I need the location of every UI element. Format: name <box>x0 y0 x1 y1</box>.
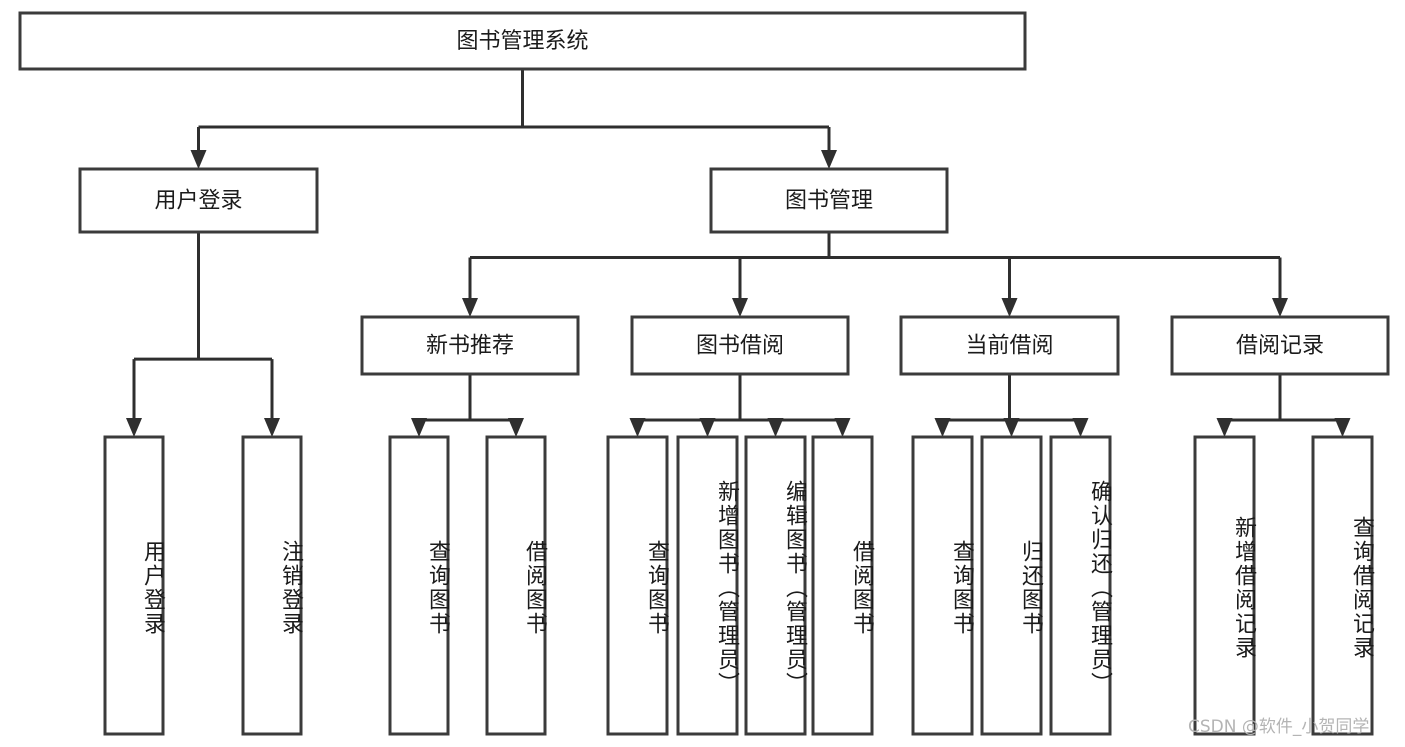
node-box-leaf-query-book-current[interactable] <box>911 435 974 736</box>
node-label-user-login: 用户登录 <box>154 189 242 214</box>
arrow-head-icon <box>1216 418 1233 437</box>
node-label-borrow-record: 借阅记录 <box>1236 334 1324 359</box>
node-box-user-login[interactable] <box>78 167 319 234</box>
node-box-leaf-return-book[interactable] <box>980 435 1043 736</box>
arrow-head-icon <box>190 150 207 169</box>
arrow-head-icon <box>126 418 142 437</box>
node-label-current-borrow: 当前借阅 <box>965 334 1053 359</box>
node-box-leaf-user-login[interactable] <box>103 435 165 736</box>
arrow-head-icon <box>411 418 427 437</box>
node-box-leaf-confirm-return-admin[interactable] <box>1049 435 1112 736</box>
arrow-head-icon <box>934 418 951 437</box>
node-box-leaf-query-borrow-record[interactable] <box>1311 435 1374 736</box>
arrow-head-icon <box>767 418 784 437</box>
arrow-head-icon <box>1001 298 1018 317</box>
node-box-borrow-record[interactable] <box>1170 315 1390 376</box>
node-box-book-borrow[interactable] <box>630 315 850 376</box>
arrow-head-icon <box>264 418 280 437</box>
node-box-leaf-add-book-admin[interactable] <box>676 435 739 736</box>
arrow-head-icon <box>732 298 748 317</box>
node-label-book-borrow: 图书借阅 <box>696 334 784 359</box>
node-box-new-book-rec[interactable] <box>360 315 580 376</box>
node-label-book-manage: 图书管理 <box>785 189 873 214</box>
arrow-head-icon <box>508 418 524 437</box>
arrow-head-icon <box>462 298 478 317</box>
arrow-head-icon <box>834 418 851 437</box>
node-box-book-manage[interactable] <box>709 167 949 234</box>
arrow-head-icon <box>821 150 837 169</box>
csdn-watermark: CSDN @软件_小贺同学 <box>1188 717 1370 737</box>
arrow-head-icon <box>699 418 716 437</box>
node-box-leaf-borrow-book[interactable] <box>811 435 874 736</box>
arrow-head-icon <box>1072 418 1089 437</box>
node-box-leaf-query-book-borrow[interactable] <box>606 435 669 736</box>
node-box-leaf-edit-book-admin[interactable] <box>744 435 807 736</box>
node-box-root[interactable] <box>18 11 1027 71</box>
arrow-head-icon <box>1272 298 1288 317</box>
node-box-layer <box>18 11 1390 736</box>
node-box-leaf-logout[interactable] <box>241 435 303 736</box>
arrow-head-icon <box>629 418 646 437</box>
node-box-leaf-borrow-book-rec[interactable] <box>485 435 547 736</box>
arrow-head-icon <box>1003 418 1020 437</box>
node-box-current-borrow[interactable] <box>899 315 1120 376</box>
connector-layer <box>126 69 1351 437</box>
node-box-leaf-add-borrow-record[interactable] <box>1193 435 1256 736</box>
arrow-head-icon <box>1334 418 1351 437</box>
node-label-new-book-rec: 新书推荐 <box>426 334 514 359</box>
node-box-leaf-query-book-rec[interactable] <box>388 435 450 736</box>
node-label-root: 图书管理系统 <box>456 29 588 54</box>
